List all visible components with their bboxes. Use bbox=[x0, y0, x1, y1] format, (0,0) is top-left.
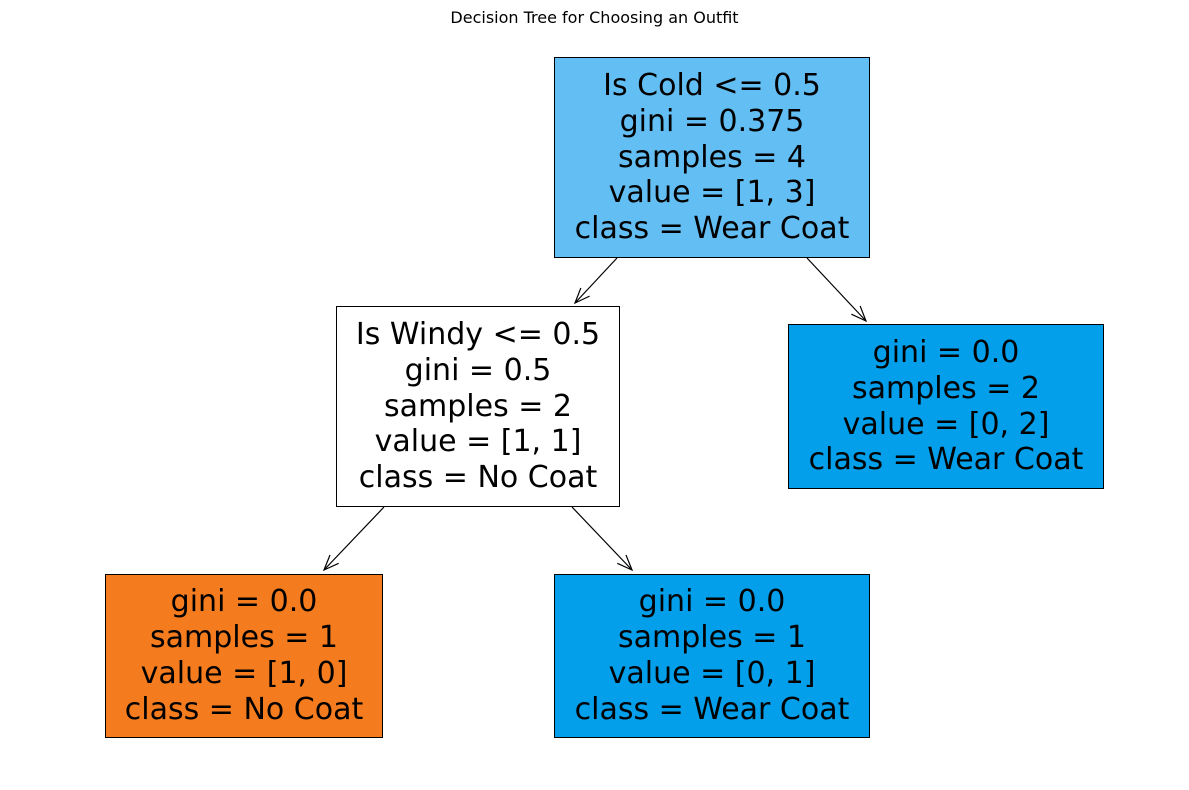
node-gini-label: gini = 0.0 bbox=[170, 584, 318, 620]
node-value-label: value = [0, 2] bbox=[842, 406, 1050, 442]
node-value-label: value = [1, 3] bbox=[608, 175, 816, 211]
node-samples-label: samples = 1 bbox=[618, 620, 806, 656]
tree-node-root: Is Cold <= 0.5 gini = 0.375 samples = 4 … bbox=[554, 57, 870, 258]
node-class-label: class = No Coat bbox=[124, 691, 364, 727]
node-gini-label: gini = 0.375 bbox=[619, 103, 805, 139]
node-split-label: Is Windy <= 0.5 bbox=[355, 317, 601, 352]
diagram-title: Decision Tree for Choosing an Outfit bbox=[450, 8, 739, 27]
node-class-label: class = Wear Coat bbox=[808, 442, 1084, 478]
node-value-label: value = [0, 1] bbox=[608, 656, 816, 691]
node-gini-label: gini = 0.0 bbox=[638, 584, 786, 620]
node-samples-label: samples = 4 bbox=[618, 139, 806, 175]
edge-windy-to-windy-leaf bbox=[571, 506, 634, 572]
node-class-label: class = Wear Coat bbox=[574, 211, 850, 247]
tree-node-windy: Is Windy <= 0.5 gini = 0.5 samples = 2 v… bbox=[336, 306, 620, 507]
node-gini-label: gini = 0.0 bbox=[872, 334, 1020, 370]
node-samples-label: samples = 2 bbox=[852, 370, 1040, 406]
node-class-label: class = No Coat bbox=[358, 460, 598, 496]
node-split-label: Is Cold <= 0.5 bbox=[603, 68, 821, 103]
node-class-label: class = Wear Coat bbox=[574, 691, 850, 727]
node-gini-label: gini = 0.5 bbox=[404, 352, 552, 388]
node-samples-label: samples = 2 bbox=[384, 388, 572, 424]
tree-leaf-cold: gini = 0.0 samples = 2 value = [0, 2] cl… bbox=[788, 324, 1104, 489]
tree-leaf-windy: gini = 0.0 samples = 1 value = [0, 1] cl… bbox=[554, 574, 870, 738]
tree-leaf-calm: gini = 0.0 samples = 1 value = [1, 0] cl… bbox=[105, 574, 383, 738]
edge-root-to-windy bbox=[573, 257, 618, 305]
edge-windy-to-calm-leaf bbox=[322, 506, 385, 572]
node-value-label: value = [1, 0] bbox=[140, 656, 348, 691]
node-samples-label: samples = 1 bbox=[150, 620, 338, 656]
node-value-label: value = [1, 1] bbox=[374, 424, 582, 460]
edge-root-to-cold-leaf bbox=[806, 257, 868, 323]
